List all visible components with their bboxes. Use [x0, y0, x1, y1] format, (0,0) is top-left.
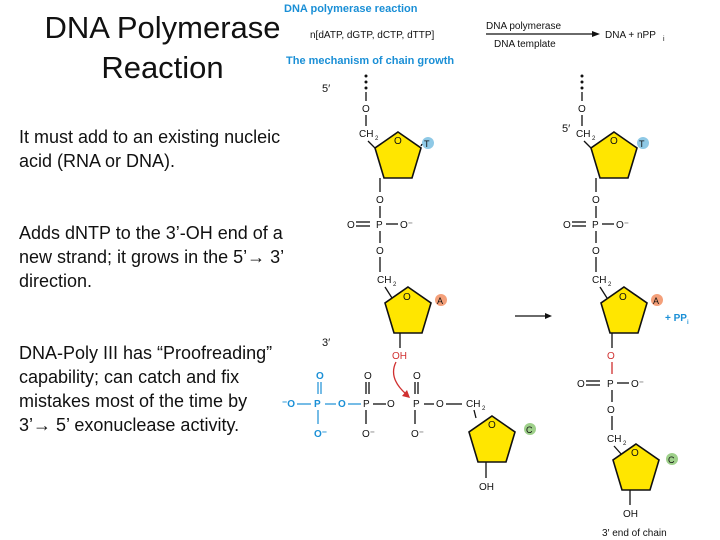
base-a-left — [435, 294, 447, 306]
svg-text:O⁻: O⁻ — [616, 220, 629, 231]
svg-text:O: O — [578, 104, 586, 115]
base-t-left — [422, 137, 434, 149]
svg-text:O: O — [413, 371, 421, 382]
svg-text:O: O — [316, 371, 324, 382]
label-5prime-right: 5′ — [562, 123, 570, 135]
base-t-right — [637, 137, 649, 149]
svg-text:P: P — [607, 379, 614, 390]
incoming-dntp: O ⁻O P O O⁻ O P O O⁻ O P O CH 2 O⁻ O C — [282, 371, 536, 493]
svg-text:O: O — [607, 351, 615, 362]
svg-text:2: 2 — [623, 441, 627, 447]
svg-text:O⁻: O⁻ — [400, 220, 413, 231]
svg-text:O: O — [619, 292, 627, 303]
template-label: DNA template — [494, 39, 556, 50]
bullet-proofreading: DNA-Poly III has “Proofreading” capabili… — [19, 343, 273, 435]
svg-text:O: O — [577, 379, 585, 390]
svg-text:A: A — [653, 296, 659, 306]
svg-text:OH: OH — [392, 351, 407, 362]
svg-text:O: O — [488, 420, 496, 431]
svg-text:2: 2 — [482, 406, 486, 412]
enzyme-label: DNA polymerase — [486, 21, 561, 32]
reactants-label: n[dATP, dGTP, dCTP, dTTP] — [310, 30, 435, 41]
svg-text:CH: CH — [607, 434, 621, 445]
svg-text:O⁻: O⁻ — [631, 379, 644, 390]
right-strand: O 5′ CH 2 O T O O P O⁻ O CH 2 O A + PP i… — [562, 74, 689, 539]
svg-text:CH: CH — [466, 399, 480, 410]
svg-text:T: T — [639, 139, 645, 149]
svg-text:CH: CH — [377, 275, 391, 286]
svg-text:2: 2 — [608, 282, 612, 288]
svg-text:O: O — [607, 405, 615, 416]
svg-text:O: O — [592, 246, 600, 257]
base-c-incoming — [524, 423, 536, 435]
bullet-existing-nucleic-acid: It must add to an existing nucleic acid … — [19, 127, 281, 171]
svg-text:OH: OH — [479, 482, 494, 493]
left-strand: O CH 2 O T O O P O⁻ O CH 2 O A OH — [347, 74, 447, 398]
svg-text:O⁻: O⁻ — [411, 429, 424, 440]
svg-text:O: O — [592, 195, 600, 206]
svg-text:P: P — [314, 399, 321, 410]
svg-text:O: O — [387, 399, 395, 410]
svg-text:O: O — [610, 136, 618, 147]
bullet-adds-dntp: Adds dNTP to the 3’-OH end of a new stra… — [19, 223, 284, 291]
svg-text:2: 2 — [393, 282, 397, 288]
svg-text:O: O — [364, 371, 372, 382]
reaction-arrowhead — [592, 31, 600, 37]
svg-text:P: P — [413, 399, 420, 410]
svg-text:O: O — [403, 292, 411, 303]
svg-text:2: 2 — [592, 136, 596, 142]
svg-text:O: O — [338, 399, 346, 410]
svg-text:⁻O: ⁻O — [282, 399, 295, 410]
svg-text:A: A — [437, 296, 443, 306]
svg-text:CH: CH — [576, 129, 590, 140]
figure-heading: DNA polymerase reaction — [284, 3, 418, 15]
svg-text:O: O — [563, 220, 571, 231]
svg-text:O: O — [362, 104, 370, 115]
svg-text:CH: CH — [592, 275, 606, 286]
products-label: DNA + nPP — [605, 30, 656, 41]
ppi-label: + PP — [665, 313, 687, 324]
svg-text:CH: CH — [359, 129, 373, 140]
svg-text:T: T — [424, 139, 430, 149]
label-3prime-end: 3′ end of chain — [602, 528, 667, 539]
svg-text:O: O — [436, 399, 444, 410]
svg-text:P: P — [363, 399, 370, 410]
svg-text:O: O — [394, 136, 402, 147]
svg-text:i: i — [687, 320, 689, 326]
slide-title: DNA Polymerase Reaction — [44, 10, 281, 85]
base-a-right — [651, 294, 663, 306]
svg-text:2: 2 — [375, 136, 379, 142]
label-5prime-left: 5′ — [322, 83, 330, 95]
svg-text:O: O — [631, 448, 639, 459]
svg-text:O⁻: O⁻ — [314, 429, 327, 440]
label-3prime-left: 3′ — [322, 337, 330, 349]
svg-text:C: C — [668, 455, 675, 465]
svg-text:O⁻: O⁻ — [362, 429, 375, 440]
svg-text:C: C — [526, 425, 533, 435]
svg-text:P: P — [592, 220, 599, 231]
base-c-right — [666, 453, 678, 465]
svg-text:OH: OH — [623, 509, 638, 520]
mechanism-heading: The mechanism of chain growth — [286, 55, 454, 67]
svg-text:O: O — [347, 220, 355, 231]
products-sub: i — [663, 36, 665, 43]
svg-text:O: O — [376, 195, 384, 206]
svg-text:O: O — [376, 246, 384, 257]
svg-text:P: P — [376, 220, 383, 231]
